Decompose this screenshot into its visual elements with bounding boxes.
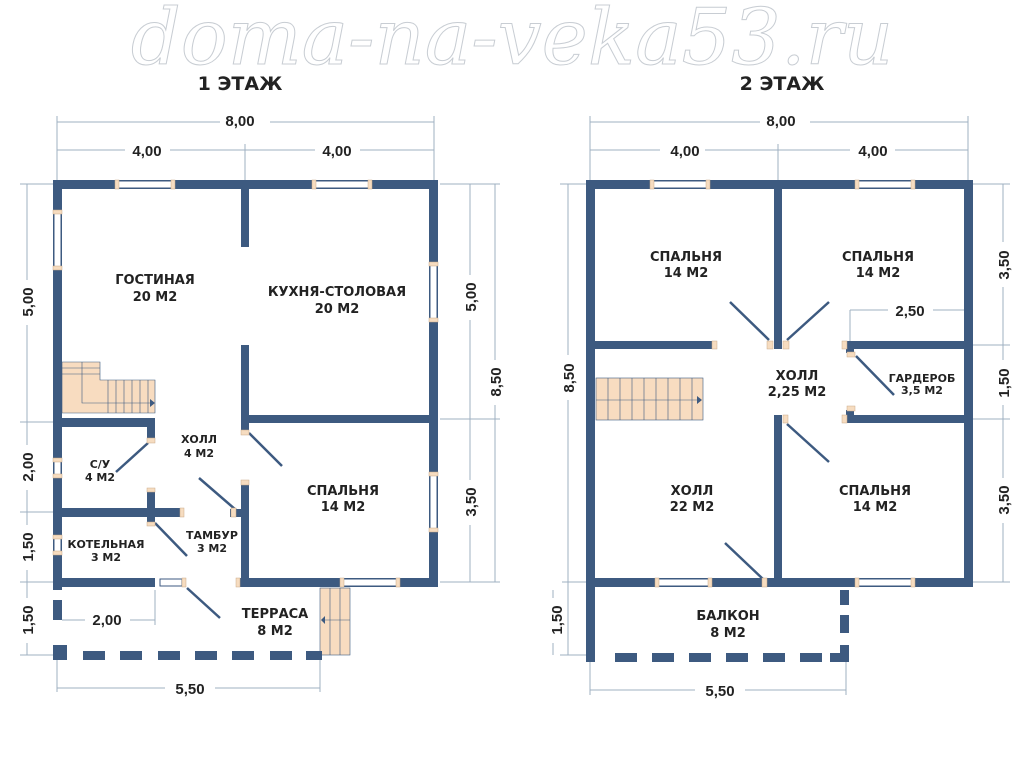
room-name: ТАМБУР	[186, 529, 238, 542]
room-name: СПАЛЬНЯ	[307, 484, 379, 499]
dim-terrace-inner: 2,00	[92, 612, 121, 629]
doors	[115, 429, 283, 619]
watermark: doma-na-veka53.ru	[131, 0, 893, 83]
terrace-railing	[83, 651, 322, 660]
dim-total-height: 8,50	[561, 363, 578, 392]
dim-left-width: 4,00	[132, 143, 161, 160]
room-name: КОТЕЛЬНАЯ	[67, 538, 144, 551]
dim-total-width: 8,00	[766, 113, 795, 130]
room-area: 2,25 М2	[768, 385, 827, 400]
dim-total-height: 8,50	[488, 367, 505, 396]
room-area: 14 М2	[321, 500, 366, 515]
dim-right-width: 4,00	[322, 143, 351, 160]
room-name: ГАРДЕРОБ	[889, 372, 956, 385]
room-area: 22 М2	[670, 500, 715, 515]
room-name: СПАЛЬНЯ	[650, 250, 722, 265]
room-name: ГОСТИНАЯ	[115, 273, 195, 288]
dim-wardrobe-width: 2,50	[895, 303, 924, 320]
floor-1-title: 1 ЭТАЖ	[198, 73, 283, 95]
room-area: 4 М2	[85, 471, 115, 484]
room-area: 3,5 М2	[901, 384, 943, 397]
dim-right-mid: 1,50	[996, 368, 1013, 397]
room-name: ХОЛЛ	[181, 433, 217, 446]
doors	[711, 301, 895, 588]
terrace-stairs	[319, 587, 351, 656]
room-name: БАЛКОН	[696, 609, 759, 624]
floor-2-plan: 2 ЭТАЖ 8,00 4,00 4,00 8,50 1,50 3,50 1,5…	[545, 73, 1015, 700]
dim-left-low: 1,50	[20, 532, 37, 561]
dimension-lines	[545, 110, 1015, 700]
room-name: ХОЛЛ	[671, 484, 714, 499]
room-area: 20 М2	[133, 290, 178, 305]
dim-right-top: 5,00	[463, 282, 480, 311]
room-area: 8 М2	[257, 624, 293, 639]
room-name: ХОЛЛ	[776, 369, 819, 384]
walls	[586, 180, 973, 662]
staircase	[61, 361, 156, 414]
room-area: 14 М2	[856, 266, 901, 281]
dim-left-mid: 2,00	[20, 452, 37, 481]
room-area: 4 М2	[184, 447, 214, 460]
windows	[52, 179, 439, 588]
balcony-railing	[615, 653, 849, 662]
dim-terrace-width: 5,50	[175, 681, 204, 698]
windows	[649, 179, 916, 588]
walls	[53, 180, 438, 660]
room-name: КУХНЯ-СТОЛОВАЯ	[268, 285, 406, 300]
dim-balcony-depth: 1,50	[549, 605, 566, 634]
room-area: 3 М2	[197, 542, 227, 555]
room-area: 14 М2	[853, 500, 898, 515]
dim-right-top: 3,50	[996, 250, 1013, 279]
room-area: 8 М2	[710, 626, 746, 641]
dim-total-width: 8,00	[225, 113, 254, 130]
room-name: ТЕРРАСА	[242, 607, 308, 622]
dim-balcony-width: 5,50	[705, 683, 734, 700]
dim-right-low: 3,50	[463, 487, 480, 516]
room-area: 3 М2	[91, 551, 121, 564]
floor-2-title: 2 ЭТАЖ	[740, 73, 825, 95]
room-name: СПАЛЬНЯ	[842, 250, 914, 265]
floor-1-plan: 1 ЭТАЖ 8,00 4,00 4,00 5,00 2,00 1,50 1,5…	[17, 73, 507, 698]
room-area: 20 М2	[315, 302, 360, 317]
dim-left-top: 5,00	[20, 287, 37, 316]
dim-left-terrace: 1,50	[20, 605, 37, 634]
staircase	[595, 377, 704, 421]
room-area: 14 М2	[664, 266, 709, 281]
room-name: СПАЛЬНЯ	[839, 484, 911, 499]
dim-right-width: 4,00	[858, 143, 887, 160]
dimension-lines	[17, 110, 507, 698]
room-name: С/У	[90, 458, 111, 471]
dim-left-width: 4,00	[670, 143, 699, 160]
dim-right-low: 3,50	[996, 485, 1013, 514]
